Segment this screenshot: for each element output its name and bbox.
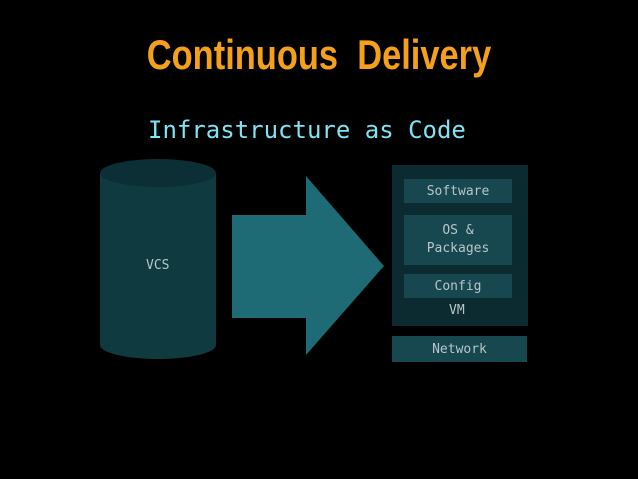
- database-cylinder-icon: [100, 159, 216, 359]
- slide-title: Continuous Delivery: [146, 31, 492, 78]
- network-layer: Network: [392, 336, 527, 362]
- os-packages-line1: OS &: [442, 223, 474, 238]
- vm-label: VM: [449, 303, 465, 318]
- vcs-label: VCS: [146, 258, 170, 273]
- config-layer: Config: [404, 274, 512, 298]
- slide-subtitle: Infrastructure as Code: [148, 116, 466, 144]
- right-arrow-icon: [232, 176, 384, 355]
- software-layer: Software: [404, 179, 512, 203]
- os-packages-layer: OS & Packages: [404, 215, 512, 265]
- os-packages-line2: Packages: [426, 241, 490, 256]
